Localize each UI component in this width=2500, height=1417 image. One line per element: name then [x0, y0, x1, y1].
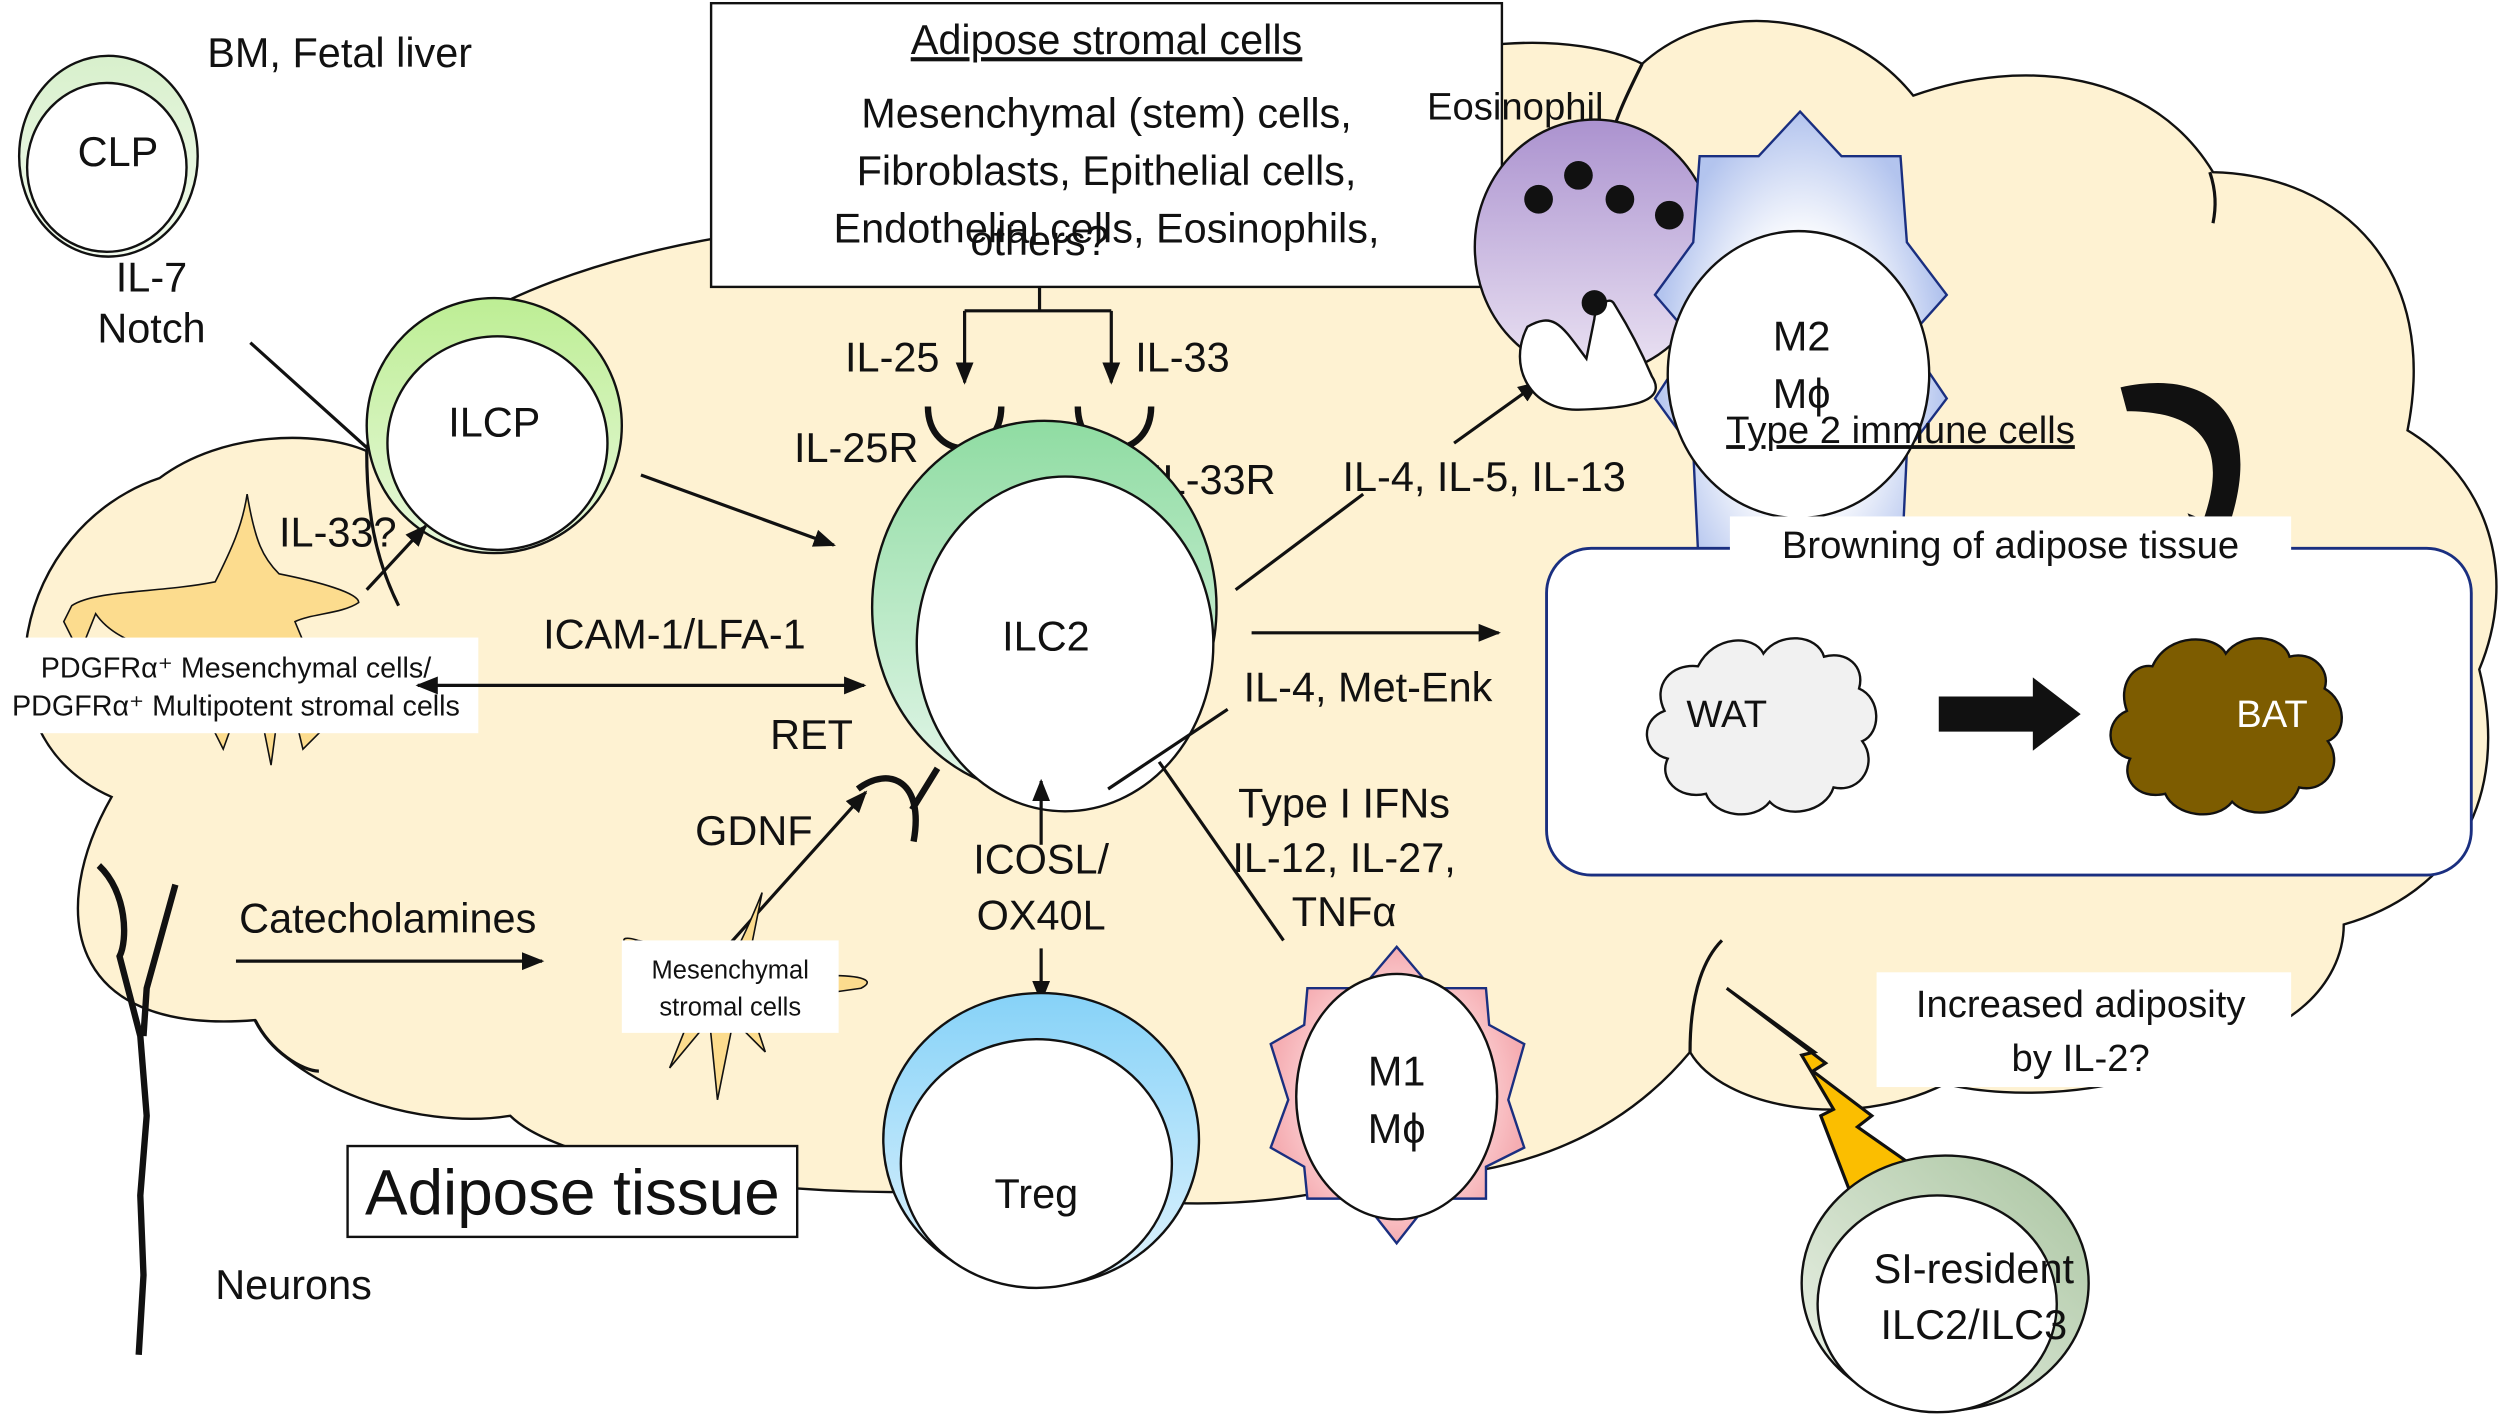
- mesenchymal-label-box: [621, 940, 839, 1033]
- treg-cell: Treg: [882, 991, 1201, 1290]
- m2-label-line1: M2: [1773, 313, 1831, 360]
- adiposity-label-line1: Increased adiposity: [1916, 983, 2246, 1026]
- mesenchymal-label-line2: stromal cells: [659, 993, 801, 1021]
- clp-origin-label: BM, Fetal liver: [207, 29, 472, 76]
- il25r-label: IL-25R: [794, 424, 918, 471]
- ret-label: RET: [770, 711, 853, 758]
- ilcp-cell: ILCP: [365, 296, 624, 555]
- il4-il5-il13-line: [1234, 492, 1365, 592]
- pdgfra-label-box: [0, 637, 479, 734]
- ox40l-label: OX40L: [977, 891, 1106, 938]
- m2-macrophage-cell: M2 Mϕ: [1653, 109, 1949, 643]
- wat-to-bat-arrow: [1938, 677, 2081, 751]
- pdgfra-label-line1: PDGFRα⁺ Mesenchymal cells/: [41, 652, 431, 684]
- wat-cloud: WAT: [1645, 637, 1878, 816]
- adiposity-label-line2: by IL-2?: [2012, 1037, 2150, 1080]
- il4-il5-il13-label: IL-4, IL-5, IL-13: [1342, 453, 1625, 500]
- mesenchymal-label-line1: Mesenchymal: [652, 957, 809, 985]
- eosinophil-cell: [1473, 118, 1716, 411]
- il25-il33-connector: [955, 286, 1121, 385]
- il33-label: IL-33: [1135, 333, 1229, 380]
- notch-label: Notch: [97, 305, 205, 352]
- inhibitors-label-line3: TNFα: [1292, 888, 1397, 935]
- stromal-box-line: Fibroblasts, Epithelial cells,: [857, 147, 1357, 194]
- adipose-stromal-cells-box: Adipose stromal cells Mesenchymal (stem)…: [709, 1, 1504, 289]
- il25-label: IL-25: [845, 333, 939, 380]
- pdgfra-to-ilcp-arrow: [365, 524, 428, 591]
- inhibitors-label-line1: Type I IFNs: [1238, 780, 1450, 827]
- stromal-box-line: Endothelial cells, Eosinophils,: [834, 204, 1380, 251]
- adipose-tissue-label: Adipose tissue: [365, 1157, 780, 1229]
- m2-label-line2: Mϕ: [1773, 370, 1831, 417]
- si-resident-ilc-cell: SI-resident ILC2/ILC3: [1800, 1154, 2090, 1414]
- bat-cloud: BAT: [2109, 637, 2343, 816]
- inhibition-bar: [1107, 707, 1229, 791]
- ret-receptor-icon: [855, 766, 941, 843]
- type2-immune-cells-label: Type 2 immune cells: [1726, 409, 2075, 452]
- wat-label: WAT: [1686, 693, 1767, 736]
- stromal-box-line: Mesenchymal (stem) cells,: [861, 90, 1352, 137]
- stromal-box-title: Adipose stromal cells: [911, 16, 1303, 63]
- bat-label: BAT: [2236, 693, 2308, 736]
- browning-title: Browning of adipose tissue: [1782, 524, 2239, 567]
- gdnf-label: GDNF: [695, 807, 812, 854]
- m1-macrophage-cell: M1 Mϕ: [1269, 944, 1526, 1246]
- adipose-tissue-label-box: [346, 1144, 799, 1239]
- ilc2-cell: ILC2: [870, 419, 1218, 813]
- si-ilc-label-line1: SI-resident: [1874, 1245, 2075, 1292]
- m1-label-line2: Mϕ: [1368, 1105, 1426, 1152]
- inhibitors-label-line2: IL-12, IL-27,: [1232, 834, 1455, 881]
- pdgfra-label-line2: PDGFRα⁺ Multipotent stromal cells: [12, 691, 460, 723]
- il4-metenk-label: IL-4, Met-Enk: [1244, 663, 1493, 710]
- inhibition-line: [1157, 760, 1285, 942]
- adiposity-label-box: [1876, 972, 2292, 1088]
- browning-box: Browning of adipose tissue WAT BAT: [1545, 516, 2473, 877]
- ilcp-to-ilc2-arrow: [640, 473, 836, 547]
- treg-label: Treg: [995, 1170, 1079, 1217]
- clp-cell: CLP: [17, 54, 199, 258]
- stromal-box-line-others: others?: [970, 217, 1108, 264]
- m1-label-line1: M1: [1368, 1047, 1426, 1094]
- il33q-label: IL-33?: [279, 509, 397, 556]
- il4-il5-il13-arrow: [1453, 381, 1541, 445]
- neurons-label: Neurons: [215, 1261, 372, 1308]
- icosl-label: ICOSL/: [973, 835, 1109, 882]
- icam-label: ICAM-1/LFA-1: [543, 611, 806, 658]
- neuron-icon: [96, 863, 179, 1356]
- ilc2-label: ILC2: [1002, 612, 1090, 659]
- si-ilc-label-line2: ILC2/ILC3: [1881, 1301, 2068, 1348]
- catecholamines-label: Catecholamines: [239, 894, 536, 941]
- ilcp-label: ILCP: [448, 399, 540, 446]
- clp-label: CLP: [78, 128, 159, 175]
- il7-label: IL-7: [116, 254, 187, 301]
